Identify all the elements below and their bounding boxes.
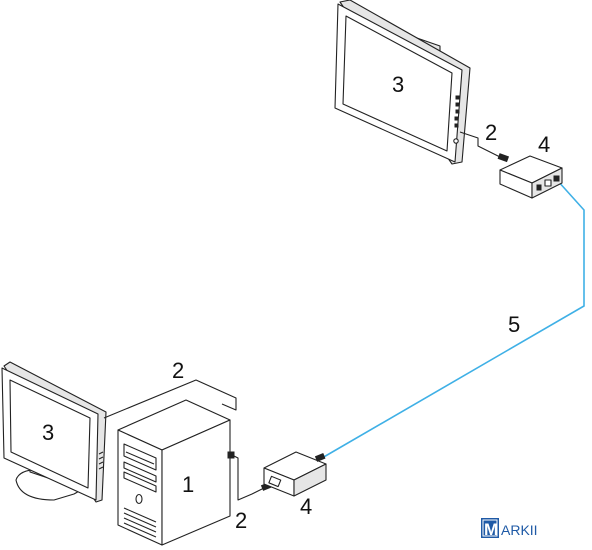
monitor-buttons — [453, 95, 460, 144]
pc-label: 1 — [182, 472, 194, 497]
monitor-vents — [98, 451, 104, 470]
local-monitor: 3 — [1, 361, 107, 503]
cable-plug — [497, 153, 510, 163]
cable-monitor-label: 2 — [172, 358, 184, 383]
receiver-extender: 4 — [499, 132, 563, 199]
cable-top-label: 2 — [485, 120, 497, 145]
markii-logo: M ARKII — [481, 518, 538, 539]
monitor-top-label: 3 — [392, 72, 404, 97]
video-cable-bottom — [233, 455, 265, 501]
fiber-label: 5 — [508, 312, 520, 337]
pc-tower: 1 — [117, 399, 235, 546]
extender-top-label: 4 — [538, 132, 550, 157]
fiber-cable — [321, 179, 585, 459]
remote-monitor: 3 — [334, 0, 471, 165]
cable-bottom-label: 2 — [235, 508, 247, 533]
monitor-bottom-label: 3 — [42, 420, 54, 445]
video-cable-top — [459, 131, 503, 159]
transmitter-extender: 4 — [263, 451, 327, 519]
logo-letter: M — [484, 520, 498, 539]
power-button — [135, 493, 143, 505]
video-cable-monitor — [103, 379, 237, 419]
extender-bottom-label: 4 — [300, 494, 312, 519]
logo-text: ARKII — [501, 522, 538, 538]
